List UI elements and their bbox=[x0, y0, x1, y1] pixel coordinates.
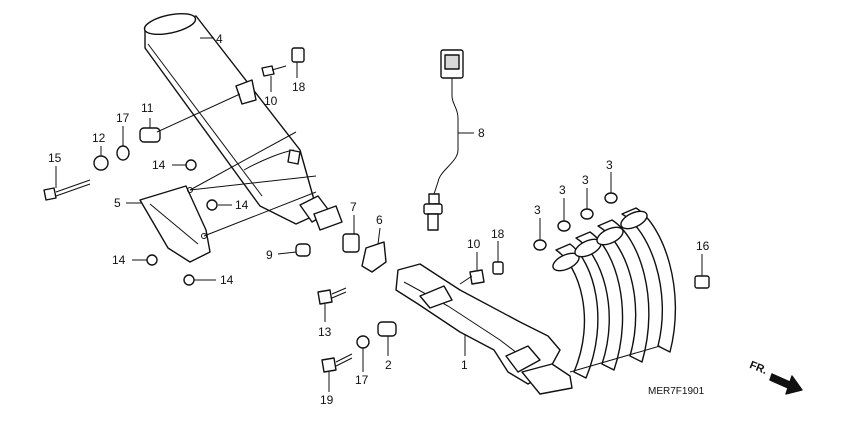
callout-17-top: 17 bbox=[116, 111, 130, 125]
callout-14-b: 14 bbox=[235, 198, 249, 212]
callout-3-a: 3 bbox=[534, 203, 541, 217]
callout-8: 8 bbox=[478, 126, 485, 140]
callout-numbers: 4 18 10 11 17 12 15 14 5 14 14 14 9 7 6 … bbox=[48, 32, 710, 407]
front-label: FR. bbox=[748, 359, 769, 377]
front-direction-indicator: FR. bbox=[748, 359, 803, 395]
callout-16: 16 bbox=[696, 239, 710, 253]
muffler-heat-shield bbox=[139, 185, 211, 263]
callout-3-d: 3 bbox=[606, 158, 613, 172]
callout-17-lower: 17 bbox=[355, 373, 369, 387]
callout-12: 12 bbox=[92, 131, 106, 145]
callout-14-d: 14 bbox=[220, 273, 234, 287]
callout-13: 13 bbox=[318, 325, 332, 339]
diagram-code: MER7F1901 bbox=[648, 386, 705, 397]
o2-sensor bbox=[423, 49, 464, 231]
hardware bbox=[43, 47, 710, 373]
callout-6: 6 bbox=[376, 213, 383, 227]
front-arrow-icon bbox=[769, 373, 803, 395]
muffler bbox=[143, 12, 343, 231]
callout-10-lower: 10 bbox=[467, 237, 481, 251]
callout-7: 7 bbox=[350, 200, 357, 214]
callout-3-c: 3 bbox=[582, 173, 589, 187]
callout-14-c: 14 bbox=[112, 253, 126, 267]
callout-11: 11 bbox=[141, 101, 154, 115]
callout-3-b: 3 bbox=[559, 183, 566, 197]
callout-4: 4 bbox=[216, 32, 223, 46]
callout-2: 2 bbox=[385, 358, 392, 372]
leader-lines bbox=[55, 37, 703, 392]
callout-18-lower: 18 bbox=[491, 227, 505, 241]
callout-10-top: 10 bbox=[264, 94, 278, 108]
callout-5: 5 bbox=[114, 196, 121, 210]
callout-19: 19 bbox=[320, 393, 334, 407]
callout-14-a: 14 bbox=[152, 158, 166, 172]
exhaust-pipe-assembly bbox=[395, 207, 677, 395]
callout-15: 15 bbox=[48, 151, 62, 165]
callout-18-top: 18 bbox=[292, 80, 306, 94]
callout-9: 9 bbox=[266, 248, 273, 262]
callout-1: 1 bbox=[461, 358, 468, 372]
